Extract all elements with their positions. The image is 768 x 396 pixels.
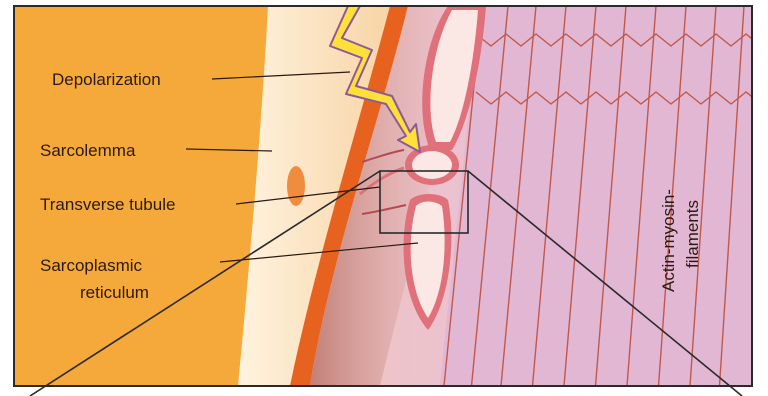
label-transverse-tubule: Transverse tubule <box>40 195 175 214</box>
label-sarcoplasmic-reticulum-1: Sarcoplasmic <box>40 256 143 275</box>
organelle-oval <box>287 166 305 206</box>
label-depolarization: Depolarization <box>52 70 161 89</box>
label-actin-myosin-1: Actin-myosin- <box>659 189 678 292</box>
label-sarcoplasmic-reticulum-2: reticulum <box>80 283 149 302</box>
actin-myosin-region <box>440 6 752 386</box>
label-sarcolemma: Sarcolemma <box>40 141 136 160</box>
label-actin-myosin-2: filaments <box>683 200 702 268</box>
